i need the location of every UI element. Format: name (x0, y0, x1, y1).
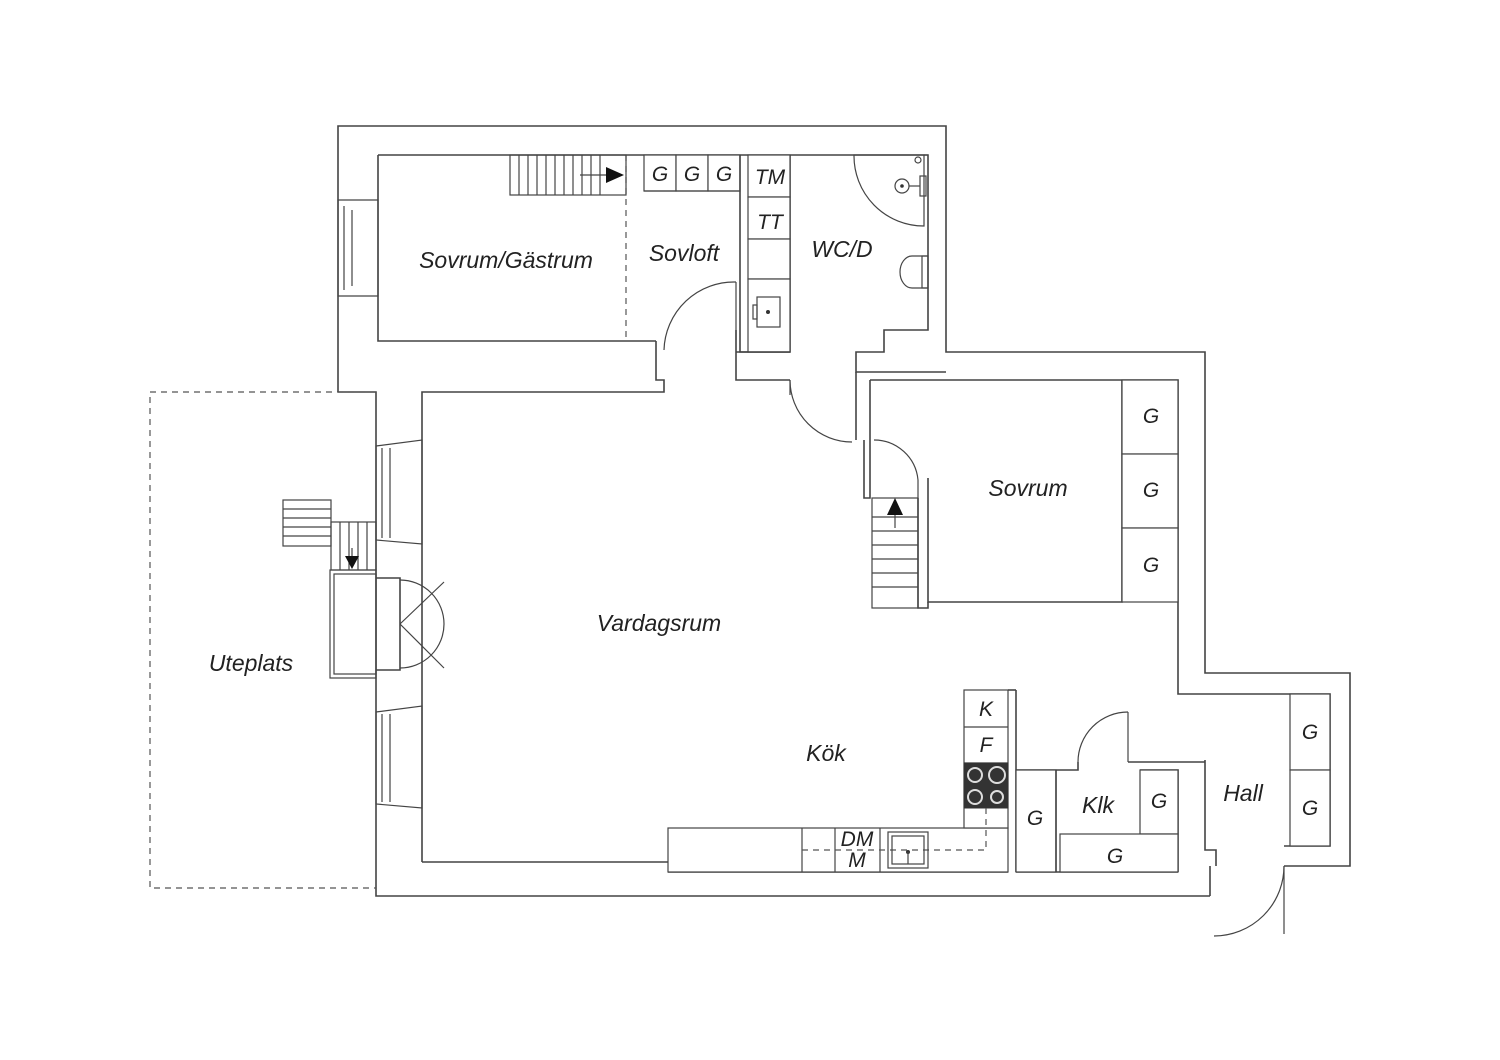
room-label-klk: Klk (1082, 792, 1115, 818)
wardrobe-label: G (652, 163, 668, 186)
dryer-label: TT (757, 211, 785, 234)
wardrobe-label: G (1143, 479, 1159, 502)
stove-icon (963, 762, 1009, 809)
stair-icon (282, 499, 377, 571)
wardrobe-label: G (716, 163, 732, 186)
wardrobe-label: G (1151, 790, 1167, 813)
sink-icon (752, 296, 781, 328)
klk-hall (1015, 693, 1331, 873)
wardrobe-label: G (1027, 807, 1043, 830)
wardrobe-label: G (1143, 405, 1159, 428)
stair-icon (509, 154, 627, 196)
room-label-sovloft: Sovloft (649, 240, 721, 266)
window-icon (337, 199, 423, 809)
kitchen (667, 689, 1017, 873)
washing-machine-label: TM (755, 166, 786, 189)
room-label-wc-d: WC/D (811, 236, 872, 262)
wardrobe-label: G (1107, 845, 1123, 868)
room-label-vardagsrum: Vardagsrum (597, 610, 721, 636)
shower-icon (853, 154, 928, 227)
door-swing-icon (376, 281, 1285, 937)
room-labels: Sovrum/Gästrum Sovloft WC/D Sovrum Varda… (209, 236, 1264, 818)
wardrobe-label: G (1302, 721, 1318, 744)
room-label-hall: Hall (1223, 780, 1264, 806)
fixture-labels: G G G TM TT G G G K F DM M G G G G G (652, 163, 1318, 872)
room-label-sovrum: Sovrum (988, 475, 1067, 501)
top-wing (509, 154, 929, 353)
toilet-icon (899, 255, 929, 289)
wardrobe-label: G (1143, 554, 1159, 577)
sink-icon (887, 831, 929, 869)
wardrobe-label: G (1302, 797, 1318, 820)
room-label-uteplats: Uteplats (209, 650, 294, 676)
stair-icon (871, 497, 919, 609)
bedroom-area (871, 379, 1179, 609)
patio (149, 391, 377, 889)
room-label-sovrum-gastrum: Sovrum/Gästrum (419, 247, 593, 273)
room-label-kok: Kök (806, 740, 847, 766)
dishwasher-label: DM (841, 828, 874, 851)
microwave-label: M (848, 849, 866, 872)
wardrobe-label: G (684, 163, 700, 186)
fridge-label: K (979, 698, 994, 721)
freezer-label: F (980, 734, 994, 757)
